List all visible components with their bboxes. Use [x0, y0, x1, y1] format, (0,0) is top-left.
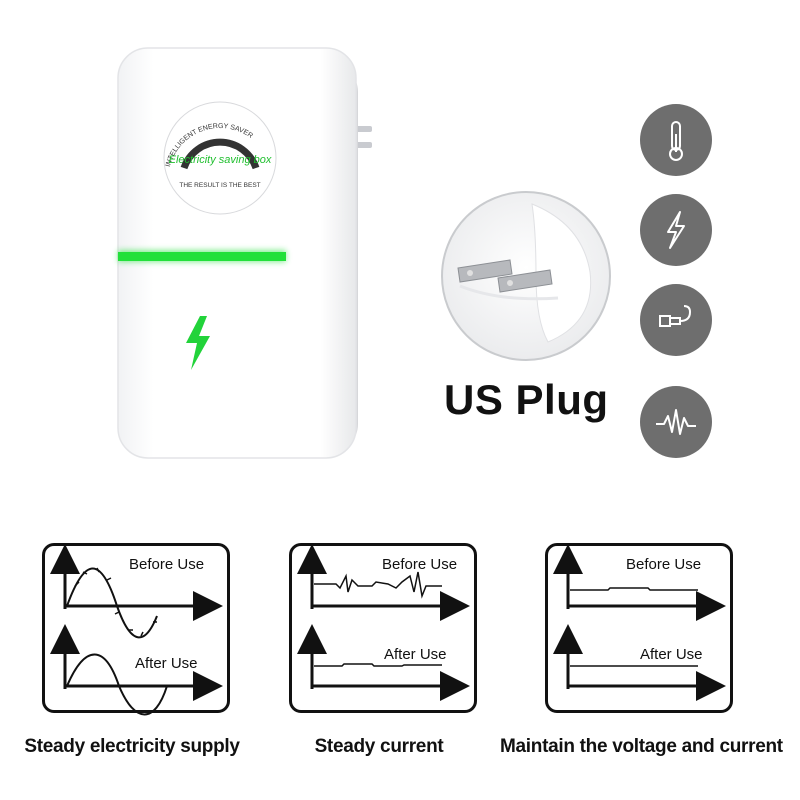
caption-steady-current: Steady current	[314, 736, 444, 757]
after-use-label: After Use	[135, 655, 198, 672]
plug-prongs	[457, 259, 553, 293]
plug-type-title: US Plug	[444, 376, 609, 423]
indicator-light	[118, 252, 286, 261]
before-use-label: Before Use	[382, 556, 457, 573]
panel-maintain-voltage: Before Use After Use	[545, 543, 733, 713]
caption-maintain-voltage: Maintain the voltage and current	[500, 736, 783, 757]
logo-bottom-text: THE RESULT IS THE BEST	[179, 182, 260, 189]
usb-cable-icon	[640, 284, 712, 356]
caption-steady-supply: Steady electricity supply	[24, 736, 240, 757]
energy-saver-device: INTELLIGENT ENERGY SAVER Electricity sav…	[117, 47, 372, 459]
panel-steady-current: Before Use After Use	[289, 543, 477, 713]
before-use-label: Before Use	[626, 556, 701, 573]
lightning-icon	[640, 194, 712, 266]
panel-steady-supply: Before Use After Use	[42, 543, 230, 716]
after-use-label: After Use	[640, 646, 703, 663]
waveform-icon	[640, 386, 712, 458]
logo-text: Electricity saving box	[169, 154, 272, 166]
thermometer-icon	[640, 104, 712, 176]
plug-photo	[441, 191, 611, 361]
bolt-icon	[186, 316, 210, 370]
after-use-label: After Use	[384, 646, 447, 663]
before-use-label: Before Use	[129, 556, 204, 573]
